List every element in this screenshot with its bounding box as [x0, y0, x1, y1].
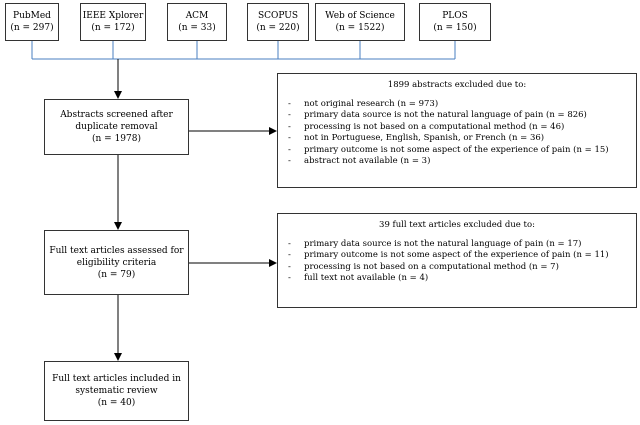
flow-arrows [114, 59, 277, 361]
screened-line1: Abstracts screened after [60, 110, 173, 120]
assessed-count: (n = 79) [97, 269, 136, 280]
screened-box: Abstracts screened after duplicate remov… [44, 99, 189, 155]
included-line2: systematic review [75, 386, 158, 396]
source-count: (n = 33) [178, 23, 216, 33]
source-count: (n = 297) [10, 23, 54, 33]
screened-count: (n = 1978) [92, 134, 141, 144]
list-item: primary outcome is not some aspect of th… [286, 145, 628, 157]
list-item: not in Portuguese, English, Spanish, or … [286, 133, 628, 145]
source-connectors [31, 41, 456, 60]
source-name: Web of Science [325, 11, 395, 21]
included-count: (n = 40) [97, 398, 136, 408]
abstract-exclusions-list: not original research (n = 973) primary … [286, 99, 628, 168]
list-item: primary data source is not the natural l… [286, 239, 628, 251]
included-box: Full text articles included in systemati… [44, 361, 189, 421]
fulltext-exclusions-list: primary data source is not the natural l… [286, 239, 628, 285]
source-name: SCOPUS [257, 11, 299, 21]
fulltext-exclusions-title: 39 full text articles excluded due to: [379, 220, 535, 230]
source-pubmed: PubMed (n = 297) [5, 3, 59, 41]
list-item: processing is not based on a computation… [286, 262, 628, 274]
source-plos: PLOS (n = 150) [419, 3, 491, 41]
source-count: (n = 1522) [335, 23, 385, 33]
source-name: IEEE Xplorer [82, 11, 144, 21]
screened-line2: duplicate removal [75, 122, 158, 132]
list-item: not original research (n = 973) [286, 99, 628, 111]
source-count: (n = 220) [256, 23, 300, 33]
abstract-exclusions-title: 1899 abstracts excluded due to: [387, 80, 527, 90]
list-item: full text not available (n = 4) [286, 273, 628, 285]
source-ieee-xplorer: IEEE Xplorer (n = 172) [80, 3, 146, 41]
source-acm: ACM (n = 33) [167, 3, 227, 41]
list-item: abstract not available (n = 3) [286, 156, 628, 168]
source-count: (n = 150) [433, 23, 477, 33]
source-name: ACM [185, 11, 209, 21]
source-name: PLOS [442, 11, 468, 21]
list-item: processing is not based on a computation… [286, 122, 628, 134]
assessed-line1: Full text articles assessed for [49, 245, 184, 256]
list-item: primary data source is not the natural l… [286, 110, 628, 122]
source-count: (n = 172) [91, 23, 135, 33]
source-web-of-science: Web of Science (n = 1522) [315, 3, 405, 41]
fulltext-exclusions-box: 39 full text articles excluded due to: p… [277, 213, 637, 308]
list-item: primary outcome is not some aspect of th… [286, 250, 628, 262]
abstract-exclusions-box: 1899 abstracts excluded due to: not orig… [277, 73, 637, 188]
assessed-line2: eligibility criteria [76, 257, 157, 268]
included-line1: Full text articles included in [52, 374, 181, 384]
assessed-box: Full text articles assessed for eligibil… [44, 230, 189, 295]
source-scopus: SCOPUS (n = 220) [247, 3, 309, 41]
source-name: PubMed [13, 11, 51, 21]
